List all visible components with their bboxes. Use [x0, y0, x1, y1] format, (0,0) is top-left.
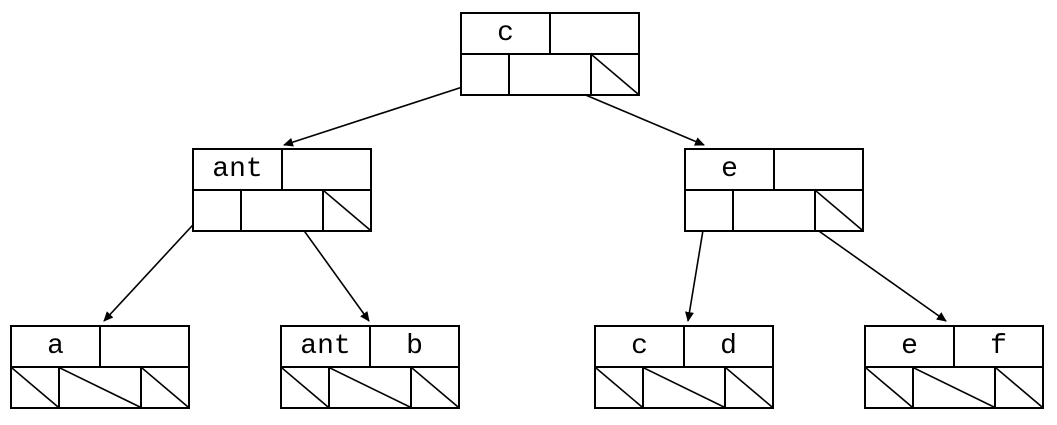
key-cell-empty [282, 149, 371, 190]
null-slash-icon [12, 368, 58, 407]
key-label: c [631, 331, 648, 362]
tree-node-leaf-a: a [10, 325, 190, 409]
null-slash-icon [644, 368, 724, 407]
key-cell-empty [100, 326, 189, 367]
null-pointer-cell [724, 367, 773, 408]
key-row: c d [595, 326, 773, 367]
key-cell: e [865, 326, 954, 367]
key-cell: a [11, 326, 100, 367]
null-slash-icon [324, 191, 370, 230]
key-cell: b [370, 326, 459, 367]
null-pointer-cell [322, 190, 371, 231]
key-cell: ant [281, 326, 370, 367]
key-label: e [901, 331, 918, 362]
key-cell: f [954, 326, 1043, 367]
pointer-row [11, 367, 189, 408]
null-slash-icon [816, 191, 862, 230]
key-label: d [720, 331, 737, 362]
null-pointer-cell [140, 367, 189, 408]
pointer-cell [733, 190, 815, 231]
null-pointer-cell [994, 367, 1043, 408]
null-slash-icon [866, 368, 912, 407]
pointer-row [461, 54, 639, 95]
pointer-row [281, 367, 459, 408]
null-pointer-cell [59, 367, 141, 408]
null-pointer-cell [11, 367, 60, 408]
pointer-cell [509, 54, 591, 95]
key-cell: e [685, 149, 774, 190]
pointer-cell [193, 190, 242, 231]
key-cell: c [461, 13, 550, 54]
key-label: ant [300, 331, 351, 362]
key-row: e f [865, 326, 1043, 367]
key-label: e [721, 154, 738, 185]
key-cell-empty [774, 149, 863, 190]
null-slash-icon [596, 368, 642, 407]
null-slash-icon [412, 368, 458, 407]
null-pointer-cell [595, 367, 644, 408]
key-cell-empty [550, 13, 639, 54]
key-label: ant [212, 154, 263, 185]
tree-node-ant: ant [192, 148, 372, 232]
null-slash-icon [996, 368, 1042, 407]
null-pointer-cell [865, 367, 914, 408]
tree-node-root: c [460, 12, 640, 96]
null-pointer-cell [643, 367, 725, 408]
null-pointer-cell [590, 54, 639, 95]
null-slash-icon [330, 368, 410, 407]
null-slash-icon [914, 368, 994, 407]
pointer-row [685, 190, 863, 231]
pointer-row [595, 367, 773, 408]
key-row: a [11, 326, 189, 367]
edge-root-to-left [283, 79, 485, 147]
null-pointer-cell [913, 367, 995, 408]
key-label: f [990, 331, 1007, 362]
null-slash-icon [726, 368, 772, 407]
pointer-cell [461, 54, 510, 95]
pointer-row [193, 190, 371, 231]
null-pointer-cell [410, 367, 459, 408]
key-cell: ant [193, 149, 282, 190]
null-pointer-cell [329, 367, 411, 408]
key-row: c [461, 13, 639, 54]
pointer-row [865, 367, 1043, 408]
pointer-cell [685, 190, 734, 231]
key-label: b [406, 331, 423, 362]
key-cell: c [595, 326, 684, 367]
key-row: ant b [281, 326, 459, 367]
null-pointer-cell [281, 367, 330, 408]
null-slash-icon [282, 368, 328, 407]
tree-node-leaf-e-f: e f [864, 325, 1044, 409]
null-slash-icon [592, 55, 638, 94]
tree-node-leaf-c-d: c d [594, 325, 774, 409]
key-row: ant [193, 149, 371, 190]
key-label: c [497, 18, 514, 49]
pointer-cell [241, 190, 323, 231]
key-row: e [685, 149, 863, 190]
null-slash-icon [60, 368, 140, 407]
null-slash-icon [142, 368, 188, 407]
tree-node-leaf-ant-b: ant b [280, 325, 460, 409]
null-pointer-cell [814, 190, 863, 231]
tree-node-e: e [684, 148, 864, 232]
key-label: a [47, 331, 64, 362]
key-cell: d [684, 326, 773, 367]
